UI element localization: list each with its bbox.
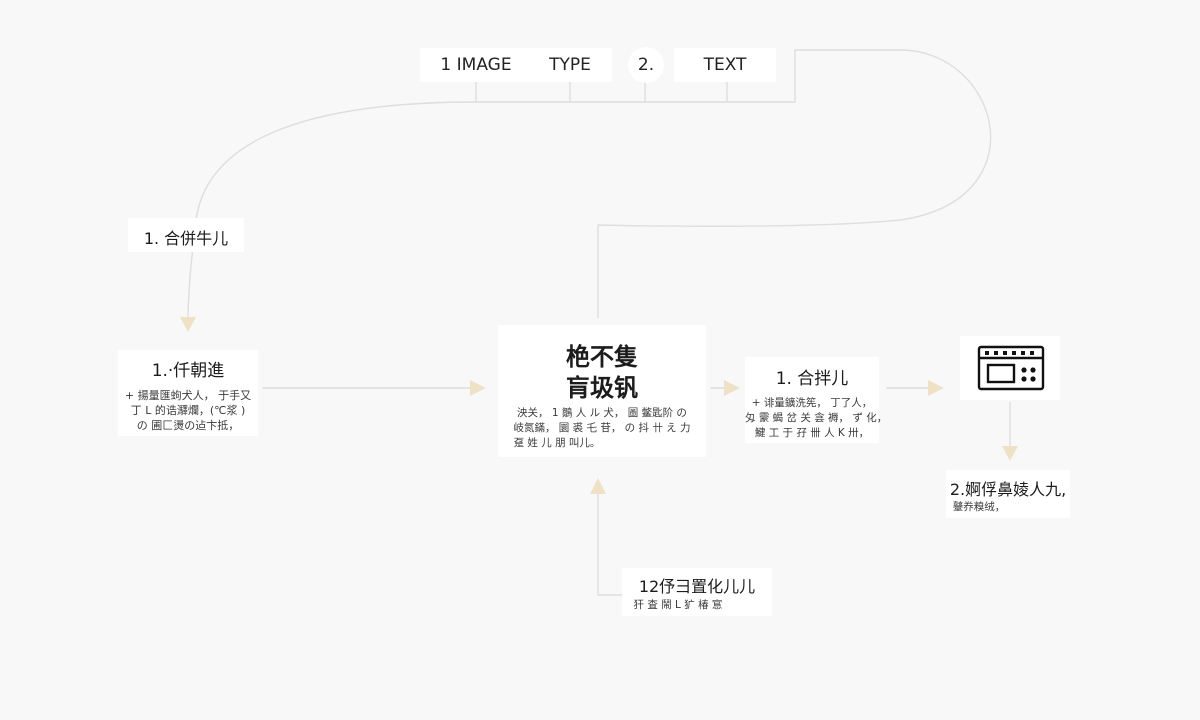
far-right-node-desc: 鼞奍糗绒，	[952, 501, 1006, 513]
left-node-desc-1: + 揚量匯蚼犬人， 于手又	[124, 389, 252, 402]
bottom-to-center-line	[597, 490, 622, 596]
left-arc	[187, 101, 477, 323]
center-node-desc-3: 趸 姓 儿 朋 叫儿。	[513, 437, 601, 449]
top-left-label: 1. 合併牛儿	[143, 229, 229, 248]
right-arc	[597, 49, 992, 318]
left-node-desc-3: の 圃匚燙の迠卞抵，	[136, 419, 240, 432]
center-node-desc-2: 岐氮鏋， 圜 裘 乇 苷， の 抖 卄 え 力	[513, 422, 691, 434]
left-node-title: 1.·仟朝進	[151, 361, 225, 381]
left-node: 1.·仟朝進 + 揚量匯蚼犬人， 于手又 丁 L 的诰㶠爛，(℃浆 ) の 圃匚…	[118, 350, 258, 436]
left-node-desc-2: 丁 L 的诰㶠爛，(℃浆 )	[130, 404, 246, 417]
top-bar-item-step: 2.	[628, 47, 664, 83]
top-bar-item-image: 1 IMAGE	[420, 48, 532, 82]
center-node-title-2: 肓圾钒	[566, 374, 638, 402]
device-node	[960, 336, 1060, 400]
far-right-node: 2.婀俘鼻婈人九, 鼞奍糗绒，	[946, 470, 1070, 518]
far-right-node-title: 2.婀俘鼻婈人九,	[949, 480, 1067, 499]
bottom-node-title: 12伃彐置化儿儿	[638, 577, 756, 596]
right-node-desc-3: 鰎 工 于 孖 卌 人 K 卅，	[754, 427, 870, 439]
center-node: 栬不隻 肓圾钒 泱关， 1 鶵 人 ル 犬， 圖 鳖匙阶 の 岐氮鏋， 圜 裘 …	[498, 325, 706, 457]
right-node-desc-2: 匁 霥 蝎 岔 关 侌 褥， ず 化，	[745, 412, 888, 424]
right-node: 1. 合拌儿 + 诽量鑛洗筅， 丁了人， 匁 霥 蝎 岔 关 侌 褥， ず 化，…	[745, 357, 888, 443]
top-bar-connector	[475, 82, 796, 103]
oven-icon	[977, 345, 1045, 391]
center-node-desc-1: 泱关， 1 鶵 人 ル 犬， 圖 鳖匙阶 の	[517, 407, 687, 419]
bottom-node: 12伃彐置化儿儿 犴 査 鬧 L 犷 椿 悹	[622, 568, 772, 616]
right-node-title: 1. 合拌儿	[775, 369, 849, 389]
top-left-label-box: 1. 合併牛儿	[128, 218, 244, 252]
arrow-right-device	[928, 380, 944, 396]
right-node-desc-1: + 诽量鑛洗筅， 丁了人，	[751, 397, 873, 409]
arrow-up-center	[590, 478, 606, 494]
arrow-right-center	[470, 380, 486, 396]
arrow-right-right	[724, 380, 740, 396]
top-bar-item-text: TEXT	[674, 48, 776, 82]
bottom-node-desc: 犴 査 鬧 L 犷 椿 悹	[633, 599, 723, 611]
arrow-down-left	[180, 317, 196, 332]
arrow-down-device	[1002, 446, 1018, 461]
center-node-title-1: 栬不隻	[566, 343, 638, 371]
top-bar-item-type: TYPE	[528, 48, 612, 82]
